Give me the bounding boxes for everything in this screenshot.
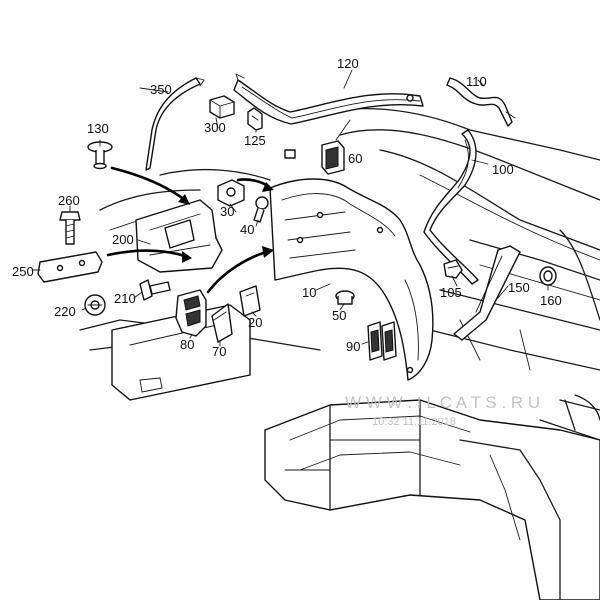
callout-200: 200 (112, 232, 134, 247)
part-90-double-clip (367, 321, 397, 361)
part-30-clip (217, 179, 245, 207)
part-250-strip (37, 251, 103, 283)
callout-10: 10 (302, 285, 316, 300)
part-20-bracket (239, 285, 261, 317)
callout-labels: 120 110 350 300 125 130 60 100 260 30 40… (12, 56, 562, 359)
watermark-date: 10:32 11.11.2018 (372, 416, 456, 428)
callout-105: 105 (440, 285, 462, 300)
callout-350: 350 (150, 82, 172, 97)
callout-40: 40 (240, 222, 254, 237)
part-300-block (209, 95, 235, 119)
body-structure (79, 107, 600, 600)
part-40-screw (253, 196, 269, 223)
part-220-fastener (84, 294, 106, 316)
part-210-bolt (139, 279, 171, 301)
part-120-upper-seal (233, 73, 424, 125)
callout-20: 20 (248, 315, 262, 330)
assembly-arrows (106, 166, 274, 294)
callout-60: 60 (348, 151, 362, 166)
callout-50: 50 (332, 308, 346, 323)
callout-90: 90 (346, 339, 360, 354)
part-10-wheel-arch-liner (269, 178, 434, 381)
part-260-bolt (59, 211, 81, 245)
callout-150: 150 (508, 280, 530, 295)
part-80-bracket (175, 289, 207, 337)
part-130-push-pin (87, 141, 113, 170)
callout-80: 80 (180, 337, 194, 352)
part-70-clip (211, 303, 233, 343)
callout-30: 30 (220, 204, 234, 219)
leader-lines (31, 69, 549, 347)
part-110-wavy-strip (446, 77, 516, 127)
watermark: W W W . I L C A T S . R U 10:32 11.11.20… (345, 393, 540, 428)
callout-210: 210 (114, 291, 136, 306)
part-105-clip (443, 259, 463, 279)
callout-100: 100 (492, 162, 514, 177)
part-50-nut (335, 290, 355, 305)
part-200-carrier (135, 199, 223, 273)
part-350-stay-rod (145, 77, 205, 171)
callout-250: 250 (12, 264, 34, 279)
part-125-clip (247, 107, 263, 131)
callout-120: 120 (337, 56, 359, 71)
part-150-pillar-trim (453, 245, 521, 341)
part-160-grommet (539, 266, 557, 286)
part-100-curved-seal (423, 129, 479, 285)
callout-160: 160 (540, 293, 562, 308)
callout-125: 125 (244, 133, 266, 148)
callout-220: 220 (54, 304, 76, 319)
callout-70: 70 (212, 344, 226, 359)
part-60-bracket (284, 140, 345, 175)
callout-130: 130 (87, 121, 109, 136)
watermark-site: W W W . I L C A T S . R U (345, 393, 540, 412)
callout-110: 110 (466, 74, 487, 89)
callout-300: 300 (204, 120, 226, 135)
callout-260: 260 (58, 193, 80, 208)
